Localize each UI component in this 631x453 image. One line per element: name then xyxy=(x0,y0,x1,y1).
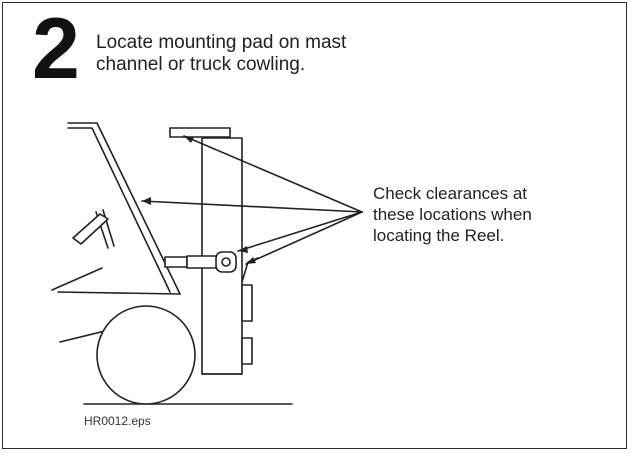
steering-wheel xyxy=(72,209,115,249)
clearance-arrows xyxy=(141,135,363,265)
carriage-blocks xyxy=(241,257,259,365)
clearance-callout: Check clearances at these locations when… xyxy=(373,184,532,245)
figure-file-label: HR0012.eps xyxy=(84,414,151,428)
step-number: 2 xyxy=(32,1,80,97)
step-instruction: Locate mounting pad on mast channel or t… xyxy=(96,32,347,75)
top-mounting-pad xyxy=(169,127,231,138)
front-wheel xyxy=(96,305,196,405)
tilt-cylinder xyxy=(164,251,237,273)
instruction-panel-frame xyxy=(2,2,627,449)
arrowheads xyxy=(142,136,256,264)
